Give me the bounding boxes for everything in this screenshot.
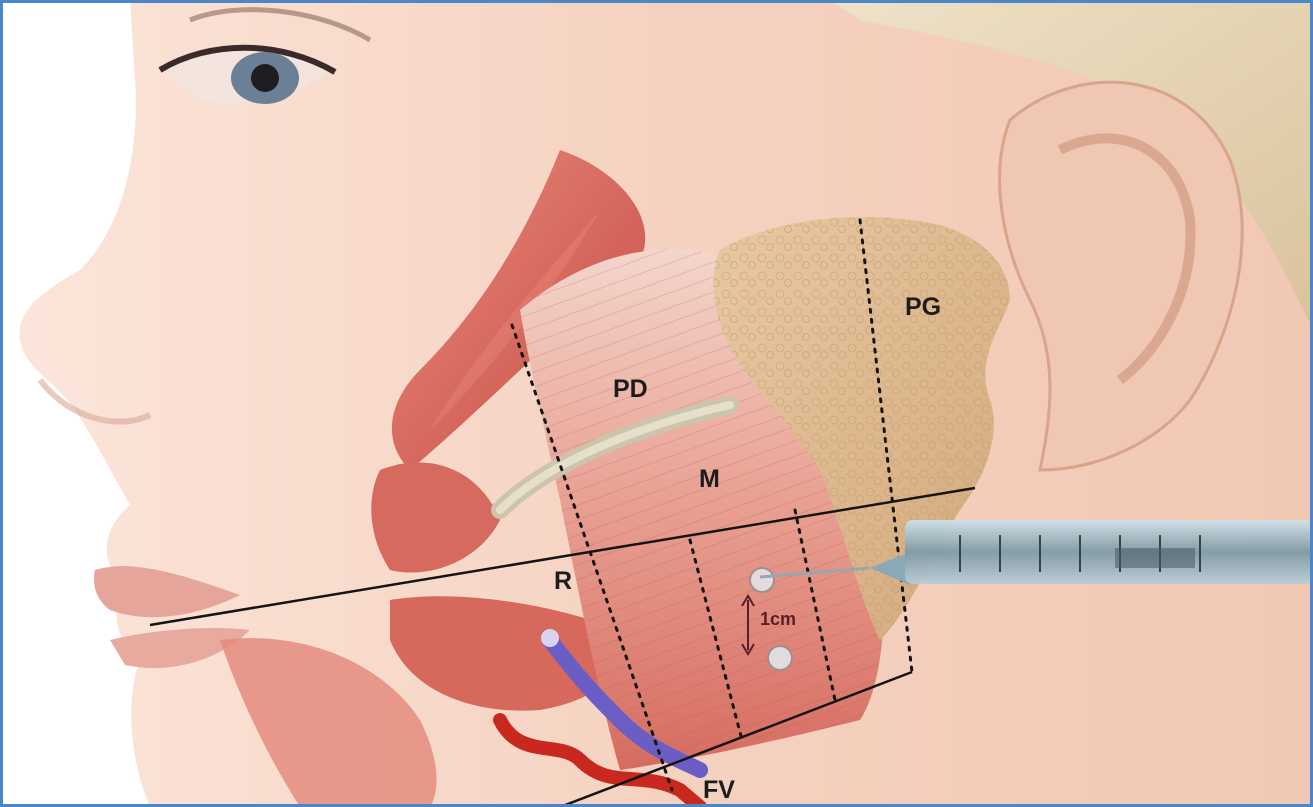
label-distance: 1cm: [760, 610, 796, 628]
injection-point-upper: [750, 568, 774, 592]
label-pg: PG: [905, 295, 941, 320]
label-pd: PD: [613, 377, 648, 402]
label-fv: FV: [703, 778, 735, 803]
label-m: M: [699, 467, 720, 492]
injection-point-lower: [768, 646, 792, 670]
label-r: R: [554, 569, 572, 594]
